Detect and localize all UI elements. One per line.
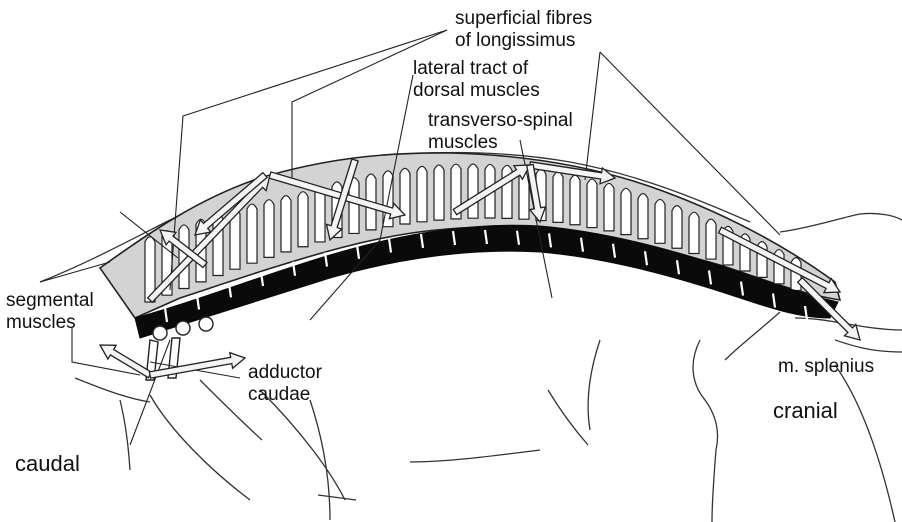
foreleg-inner-contour: [835, 365, 895, 522]
label-adductor-caudae: adductor caudae: [248, 362, 322, 406]
muscle-fibre: [264, 200, 274, 258]
muscle-fibre: [604, 183, 614, 230]
chest-contour: [835, 340, 902, 352]
muscle-fibre: [672, 206, 682, 249]
label-line: superficial fibres: [455, 8, 592, 30]
muscle-fibre: [587, 179, 597, 227]
hock-line: [318, 495, 356, 500]
label-cranial: cranial: [773, 398, 838, 424]
tail-loop: [199, 317, 213, 331]
label-caudal: caudal: [15, 451, 80, 477]
hindleg-rear-contour: [150, 395, 250, 500]
tail-loop: [153, 326, 167, 340]
shoulder-line: [725, 312, 780, 360]
foreleg-contour: [693, 340, 717, 522]
rib-line: [588, 340, 600, 430]
leader-superficial-3: [585, 52, 600, 180]
muscle-fibre: [468, 164, 478, 218]
tail-loop: [176, 321, 190, 335]
label-line: transverso-spinal: [428, 110, 573, 132]
belly-contour: [410, 450, 540, 462]
label-line: muscles: [6, 312, 94, 334]
muscle-fibre: [434, 165, 444, 220]
hindleg-front-contour: [260, 390, 345, 500]
label-line: muscles: [428, 132, 573, 154]
label-line: dorsal muscles: [413, 80, 540, 102]
leader-segmental-2: [40, 262, 110, 282]
label-m-splenius: m. splenius: [778, 356, 874, 378]
belly-fold: [548, 390, 588, 445]
muscle-fibre: [570, 175, 580, 225]
tail-contour: [75, 378, 150, 402]
muscle-fibre: [621, 188, 631, 234]
muscle-fibre: [638, 194, 648, 239]
muscle-fibre: [281, 196, 291, 252]
tail-lower-contour: [120, 400, 130, 470]
label-line: segmental: [6, 290, 94, 312]
label-segmental-muscles: segmental muscles: [6, 290, 94, 334]
label-line: caudae: [248, 384, 322, 406]
label-superficial-fibres: superficial fibres of longissimus: [455, 8, 592, 52]
label-lateral-tract: lateral tract of dorsal muscles: [413, 58, 540, 102]
neck-contour: [780, 213, 902, 232]
muscle-fibre: [689, 212, 699, 253]
label-line: lateral tract of: [413, 58, 540, 80]
label-line: of longissimus: [455, 30, 592, 52]
muscle-fibre: [655, 199, 665, 243]
muscle-fibre: [553, 172, 563, 222]
muscle-fibre: [247, 204, 257, 263]
muscle-fibre: [706, 219, 716, 259]
muscle-fibre: [417, 166, 427, 221]
label-line: adductor: [248, 362, 322, 384]
muscle-fibre: [298, 192, 308, 247]
label-transverso-spinal: transverso-spinal muscles: [428, 110, 573, 154]
